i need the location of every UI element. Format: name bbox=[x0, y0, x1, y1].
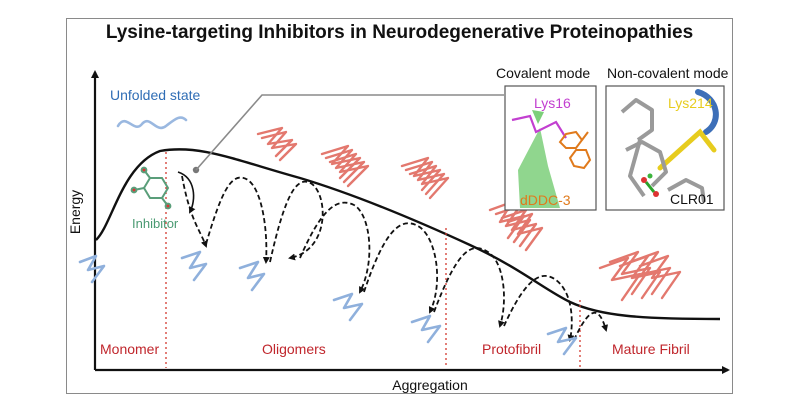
small-oligomer-ribbon-icon bbox=[238, 260, 266, 292]
monomer-ribbon-icon bbox=[78, 254, 106, 284]
energy-curve bbox=[95, 148, 721, 321]
transition-arrow-3 bbox=[269, 180, 324, 263]
protofibril-ribbon-icon bbox=[546, 326, 578, 356]
inhibitor-arrow bbox=[177, 171, 196, 214]
stage-label-protofibril: Protofibril bbox=[482, 341, 541, 357]
transition-arrow-1 bbox=[181, 175, 208, 248]
helix-icon bbox=[695, 89, 719, 135]
mature-fibril-cluster bbox=[598, 250, 682, 302]
stage-label-mature-fibril: Mature Fibril bbox=[612, 341, 690, 357]
clr01-label: CLR01 bbox=[670, 191, 714, 207]
lys16-sidechain bbox=[511, 114, 567, 139]
covalent-mode-inset: Lys16 dDDC-3 bbox=[504, 85, 597, 211]
x-axis-label: Aggregation bbox=[392, 377, 468, 393]
ddcc3-molecule-icon bbox=[558, 130, 592, 170]
inhibitor-label: Inhibitor bbox=[132, 216, 179, 231]
stage-label-monomer: Monomer bbox=[100, 341, 159, 357]
inhibitor-molecule-icon bbox=[130, 166, 172, 210]
transition-arrow-4 bbox=[299, 201, 371, 294]
oligomer-ribbon-icon-2 bbox=[410, 314, 442, 344]
covalent-mode-title: Covalent mode bbox=[496, 65, 590, 81]
phosphate-group-icon bbox=[641, 173, 659, 197]
ddcc3-label: dDDC-3 bbox=[520, 192, 571, 208]
lys16-label: Lys16 bbox=[534, 95, 571, 111]
clr01-tweezer-icon bbox=[620, 98, 706, 203]
transition-arrow-5 bbox=[363, 222, 439, 314]
transition-arrow-2 bbox=[205, 176, 270, 264]
transition-arrow-7 bbox=[503, 275, 575, 342]
figure-frame bbox=[66, 18, 733, 394]
inhibited-monomer-ribbon-icon bbox=[180, 250, 208, 282]
oligomer-cluster-3 bbox=[400, 156, 450, 200]
lys214-label: Lys214 bbox=[668, 95, 713, 111]
transition-arrow-6 bbox=[433, 247, 505, 328]
axes: Aggregation Energy bbox=[67, 70, 730, 393]
unfolded-state-label: Unfolded state bbox=[110, 87, 200, 103]
monomer-ribbons bbox=[78, 250, 578, 356]
transition-arrows bbox=[181, 175, 608, 342]
stage-label-oligomers: Oligomers bbox=[262, 341, 326, 357]
lys214-sidechain bbox=[657, 128, 717, 171]
oligomer-ribbon-icon-1 bbox=[332, 292, 364, 322]
callout-line bbox=[192, 94, 504, 174]
oligomer-ribbons bbox=[256, 126, 682, 302]
stage-dividers bbox=[165, 152, 581, 368]
noncovalent-mode-inset: Lys214 CLR01 bbox=[605, 85, 725, 211]
unfolded-protein-icon bbox=[116, 116, 188, 130]
beta-strand-icon bbox=[518, 128, 560, 208]
oligomer-cluster-2 bbox=[320, 144, 370, 188]
oligomer-cluster-1 bbox=[256, 126, 298, 162]
figure-title: Lysine-targeting Inhibitors in Neurodege… bbox=[105, 22, 694, 43]
transition-arrow-8 bbox=[573, 311, 608, 341]
noncovalent-mode-title: Non-covalent mode bbox=[607, 65, 729, 81]
y-axis-label: Energy bbox=[67, 190, 83, 234]
